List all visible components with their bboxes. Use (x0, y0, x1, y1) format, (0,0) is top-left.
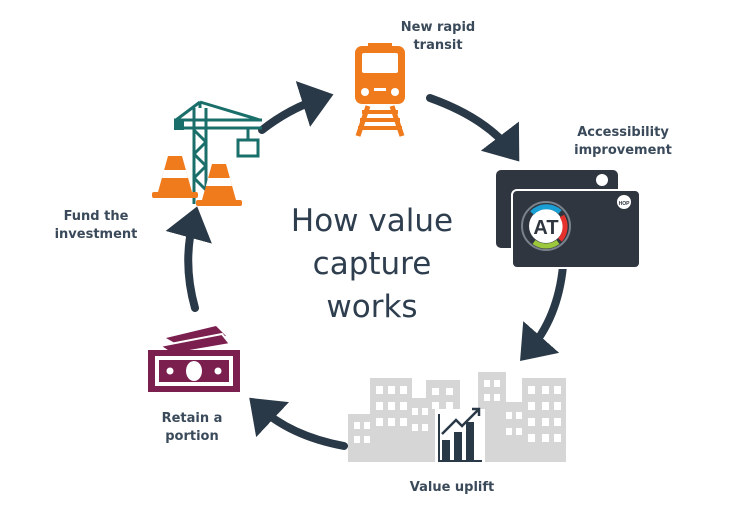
arrow-retain-to-fund (165, 206, 212, 312)
money-icon (148, 326, 240, 392)
arrow-fund-to-transit (258, 81, 334, 134)
city-growth-icon (348, 372, 566, 464)
arrow-uplift-to-retain (249, 397, 348, 450)
diagram-title: How value capture works (262, 200, 482, 329)
construction-icon (152, 100, 262, 206)
title-line: works (326, 289, 418, 325)
title-line: capture (312, 246, 432, 282)
step-label-uplift: Value uplift (409, 480, 495, 495)
transit-card-icon: AT HOP (496, 170, 641, 269)
arrow-transit-to-accessibility (426, 94, 520, 162)
title-line: How value (290, 203, 454, 239)
card-logo-text: AT (533, 217, 558, 239)
arrow-accessibility-to-uplift (520, 262, 567, 362)
card-badge-text: HOP (619, 201, 631, 207)
train-icon (355, 43, 405, 137)
